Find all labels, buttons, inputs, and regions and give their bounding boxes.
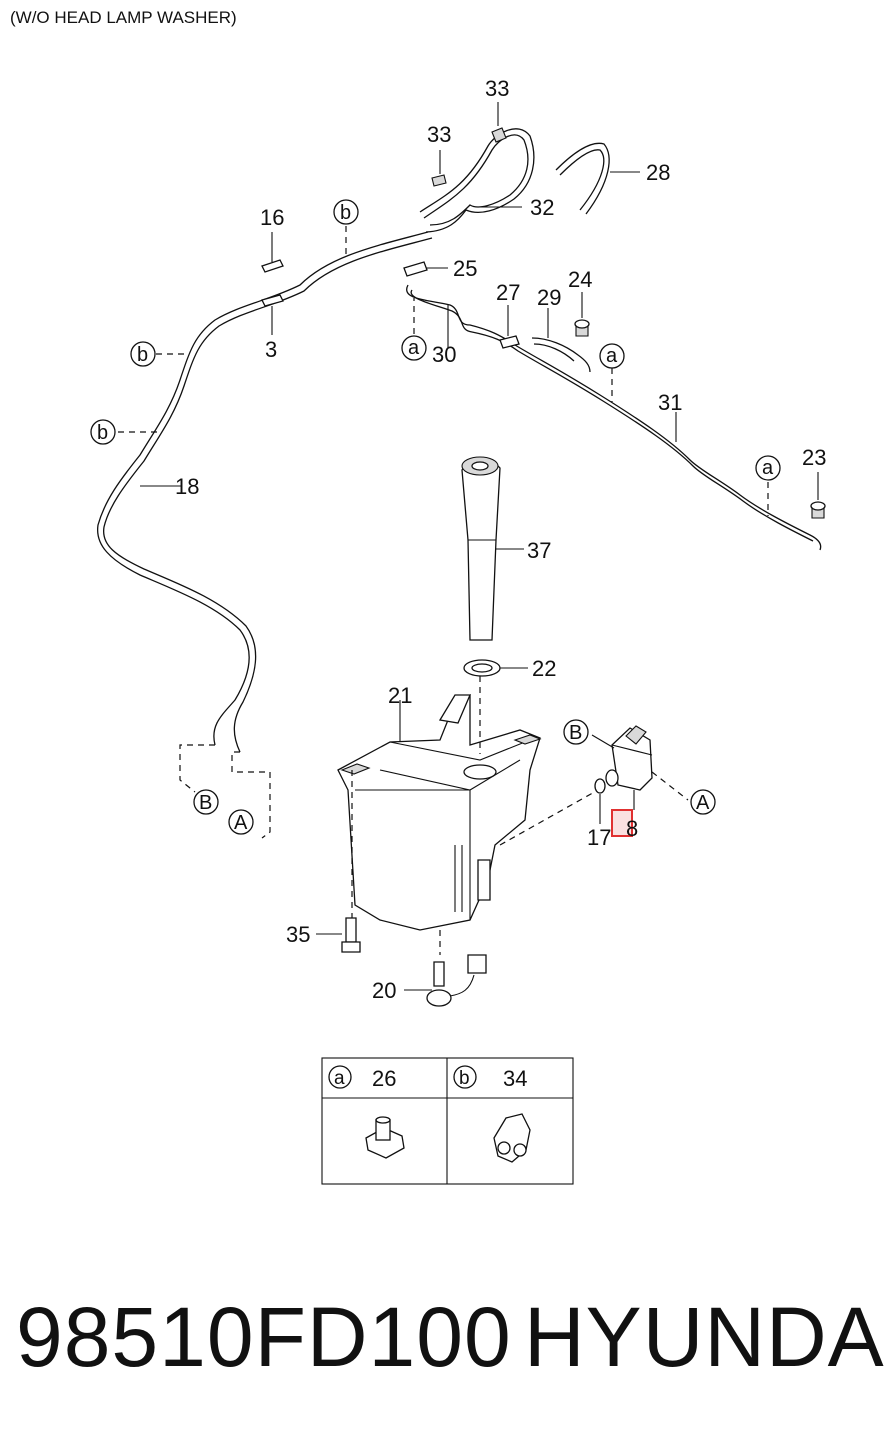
label-31: 31: [658, 390, 682, 415]
part-number: 98510FD100: [16, 1290, 512, 1384]
hose-30-31: [406, 284, 822, 551]
marker-pointers: [118, 226, 769, 516]
label-28: 28: [646, 160, 670, 185]
hose-29: [531, 308, 591, 373]
grommet-23: [810, 472, 826, 519]
marker-a-2: a: [606, 345, 618, 367]
marker-B-right: B: [569, 722, 582, 744]
legend-marker-a: a: [334, 1068, 345, 1089]
legend-part-34: 34: [503, 1066, 527, 1091]
brand-name: HYUNDAI: [524, 1290, 887, 1384]
clip-33-lower: [431, 150, 447, 187]
label-22: 22: [532, 656, 556, 681]
label-24: 24: [568, 267, 592, 292]
level-sensor-20: [404, 954, 487, 1007]
marker-b-1: b: [340, 202, 351, 224]
hose-18: [97, 231, 433, 753]
label-21: 21: [388, 683, 412, 708]
label-20: 20: [372, 978, 396, 1003]
label-23: 23: [802, 445, 826, 470]
diagram-title: (W/O HEAD LAMP WASHER): [10, 8, 237, 27]
nozzle-16: [261, 232, 284, 273]
marker-circles: b b b a a a B A B A: [90, 199, 781, 835]
label-32: 32: [530, 195, 554, 220]
label-30: 30: [432, 342, 456, 367]
hose-28: [555, 142, 640, 215]
marker-B-left: B: [199, 792, 212, 814]
filler-neck-37: [461, 456, 524, 641]
marker-A-right: A: [696, 792, 710, 814]
label-37: 37: [527, 538, 551, 563]
callouts: 33 33 28 32 16 3 25 27 29 24 30 31 23 18…: [175, 76, 826, 1003]
legend-part-26: 26: [372, 1066, 396, 1091]
label-27: 27: [496, 280, 520, 305]
grommet-17: [594, 778, 606, 824]
clip-33-upper: [491, 102, 507, 143]
marker-a-3: a: [762, 457, 774, 479]
callout-leaders: [140, 485, 182, 487]
label-8: 8: [626, 816, 638, 841]
clip-26: [365, 1116, 405, 1159]
hose-32: [419, 128, 535, 233]
label-17: 17: [587, 825, 611, 850]
marker-b-3: b: [97, 422, 108, 444]
connector-27: [499, 305, 520, 349]
legend-table: a 26 b 34: [321, 1057, 574, 1185]
reservoir-21: [337, 676, 599, 955]
marker-A-left: A: [234, 812, 248, 834]
bolt-35: [316, 917, 361, 953]
label-33a: 33: [485, 76, 509, 101]
connector-3: [261, 294, 284, 335]
label-33b: 33: [427, 122, 451, 147]
label-35: 35: [286, 922, 310, 947]
connector-leads: [179, 744, 271, 839]
grommet-24: [574, 292, 590, 337]
label-16: 16: [260, 205, 284, 230]
marker-a-1: a: [408, 337, 420, 359]
connector-25: [403, 261, 448, 277]
clip-34: [493, 1113, 531, 1163]
highlight-box: [611, 809, 633, 837]
legend-marker-b: b: [459, 1068, 470, 1089]
label-3: 3: [265, 337, 277, 362]
pump-8: [591, 725, 689, 810]
marker-b-2: b: [137, 344, 148, 366]
label-25: 25: [453, 256, 477, 281]
seal-22: [463, 659, 528, 677]
label-29: 29: [537, 285, 561, 310]
